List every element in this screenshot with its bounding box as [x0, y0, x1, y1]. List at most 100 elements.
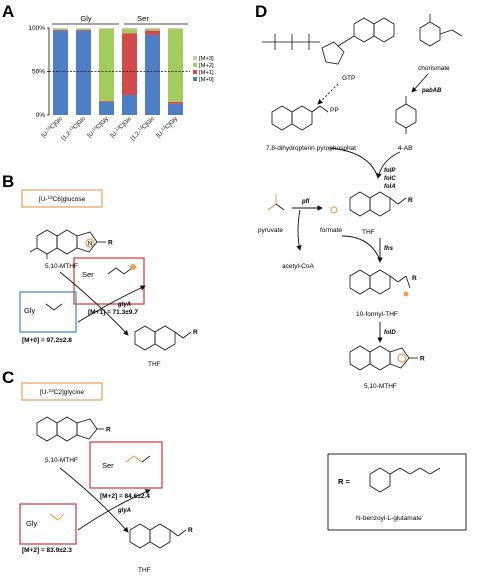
gly-mid-b: [M+0] = 97.2±2.8: [22, 337, 72, 344]
bar-segment-2-series-3: [76, 28, 91, 29]
gly-box-b: [19, 291, 77, 333]
ser-structure-b: [107, 267, 133, 275]
panel-b: [U-13C6]glucose N R 5,10-MTHF Ser [M+1] …: [19, 189, 198, 368]
enzyme-pabab: pabAB: [421, 88, 442, 94]
arrow-formate-merge: [341, 235, 381, 261]
bar-segment-5-series-3: [145, 28, 160, 29]
formate-label: formate: [320, 227, 342, 234]
enzyme-fola: folA: [384, 184, 396, 190]
bar-segment-4-series-1: [122, 33, 137, 95]
gly-label-b: Gly: [24, 306, 36, 315]
gtp-label: GTP: [342, 75, 355, 82]
bar-segment-2-series-0: [76, 30, 91, 115]
bar-segment-3-series-3: [99, 28, 114, 29]
acetylcoa-label: acetyl-CoA: [282, 263, 314, 270]
tracer-box-c: [21, 382, 103, 401]
bar-segment-6-series-0: [168, 103, 183, 115]
x-tick-label-6: [U-13C]Gly: [154, 114, 179, 139]
r-group-thf-b: R: [193, 329, 198, 336]
legend-label-1: [M+2]: [199, 63, 214, 69]
chorismate-structure: [419, 14, 463, 47]
thf-structure-c: [129, 523, 187, 549]
gly-structure-c: [49, 513, 65, 521]
group-label-gly: Gly: [80, 14, 92, 23]
pp-label: PP: [330, 107, 339, 114]
r-group-mthf-d: R: [420, 356, 425, 363]
bar-segment-4-series-2: [122, 28, 137, 34]
mthf-label-d: 5,10-MTHF: [364, 383, 397, 390]
r-group-b: R: [108, 240, 113, 247]
dihydropterin-structure: [271, 105, 329, 131]
arrow-acetylcoa: [296, 209, 302, 251]
arrow-c-2: [77, 489, 151, 531]
formylthf-label: 10-formyl-THF: [356, 311, 398, 318]
ser-box-c: [89, 441, 163, 489]
ser-mid-c: [M+2] = 84.6±2.4: [100, 493, 150, 500]
bar-segment-4-series-3: [122, 28, 137, 29]
gly-mid-c: [M+2] = 83.9±2.3: [22, 547, 72, 554]
ser-label-b: Ser: [82, 270, 94, 279]
x-tick-label-4: [U-13C]Glc: [108, 114, 133, 139]
legend-swatch-2: [193, 70, 197, 74]
arrow-gtp-dashed: [317, 83, 339, 105]
enzyme-glya-b: glyA: [117, 302, 131, 308]
r-group-formyl: R: [412, 275, 417, 282]
bar-segment-4-series-0: [122, 94, 137, 115]
legend: [M+3][M+2][M+1][M+0]: [193, 56, 214, 83]
dihydropterin-label: 7,8-dihydropterin pyrophosphat: [266, 145, 356, 152]
thf-structure-d: [349, 191, 407, 217]
bar-segment-3-series-2: [99, 28, 114, 102]
bar-segment-6-series-3: [168, 28, 183, 29]
x-labels: [U-13C]Glc[1,2-13C]Glc[U-13C]Gly[U-13C]G…: [41, 114, 179, 142]
benzoyl-glutamate-structure: [369, 467, 441, 493]
r-group-thf-c: R: [188, 527, 193, 534]
chorismate-label: chorismate: [418, 65, 450, 72]
stacked-bar-chart: Gly Ser 100% 50% 0% [U-13C]Glc[1,2-13C]G…: [28, 14, 214, 142]
arrow-c-1: [59, 467, 129, 533]
bar-segment-1-series-0: [53, 30, 68, 115]
bar-segment-3-series-1: [99, 101, 114, 102]
aminobenzoate-structure: [395, 96, 417, 134]
panel-c: [U-13C2]glycine R 5,10-MTHF Ser [M+2] = …: [19, 382, 193, 574]
enzyme-folp: folP: [384, 168, 396, 174]
panel-label-a: A: [2, 2, 14, 21]
gly-box-c: [19, 503, 77, 545]
r-group-thf-d: R: [408, 197, 413, 204]
formylthf-structure: [349, 269, 411, 295]
bar-segment-2-series-1: [76, 29, 91, 31]
bar-segment-3-series-0: [99, 101, 114, 115]
pyruvate-structure: [267, 194, 285, 211]
gly-label-c: Gly: [26, 519, 38, 528]
bar-segment-5-series-2: [145, 28, 160, 31]
ser-mid-b: [M+1] = 71.3±9.7: [88, 309, 138, 316]
x-tick-label-2: [1,2-13C]Glc: [59, 114, 87, 142]
legend-swatch-0: [193, 56, 197, 60]
panel-d: GTP chorismate pabAB 4-AB PP 7,8-dihyd: [258, 14, 467, 531]
arrow-b-2: [77, 285, 146, 323]
legend-swatch-1: [193, 63, 197, 67]
ser-structure-c: [125, 455, 151, 463]
enzyme-glya-c: glyA: [117, 508, 131, 514]
panel-label-d: D: [255, 2, 267, 21]
thf-label-d: THF: [362, 229, 375, 236]
panel-label-c: C: [2, 368, 14, 387]
thf-structure-b: [134, 325, 192, 351]
enzyme-fhs: fhs: [384, 246, 394, 252]
label-marker-d: [397, 353, 407, 363]
r-group-c: R: [106, 427, 111, 434]
y-tick-label-50: 50%: [32, 69, 45, 76]
gly-structure-b: [45, 303, 63, 311]
bars: [53, 28, 183, 115]
aminobenzoate-label: 4-AB: [398, 145, 412, 152]
formate-marker: [330, 206, 338, 214]
group-label-ser: Ser: [137, 14, 149, 23]
pyruvate-label: pyruvate: [258, 227, 283, 234]
thf-label-c: THF: [138, 567, 151, 574]
panel-label-b: B: [2, 172, 14, 191]
enzyme-folc: folC: [384, 176, 396, 182]
label-dot-ser-b: [130, 264, 136, 270]
legend-label-2: [M+1]: [199, 70, 214, 76]
bar-segment-1-series-3: [53, 28, 68, 29]
arrow-merge-left: [329, 147, 379, 179]
